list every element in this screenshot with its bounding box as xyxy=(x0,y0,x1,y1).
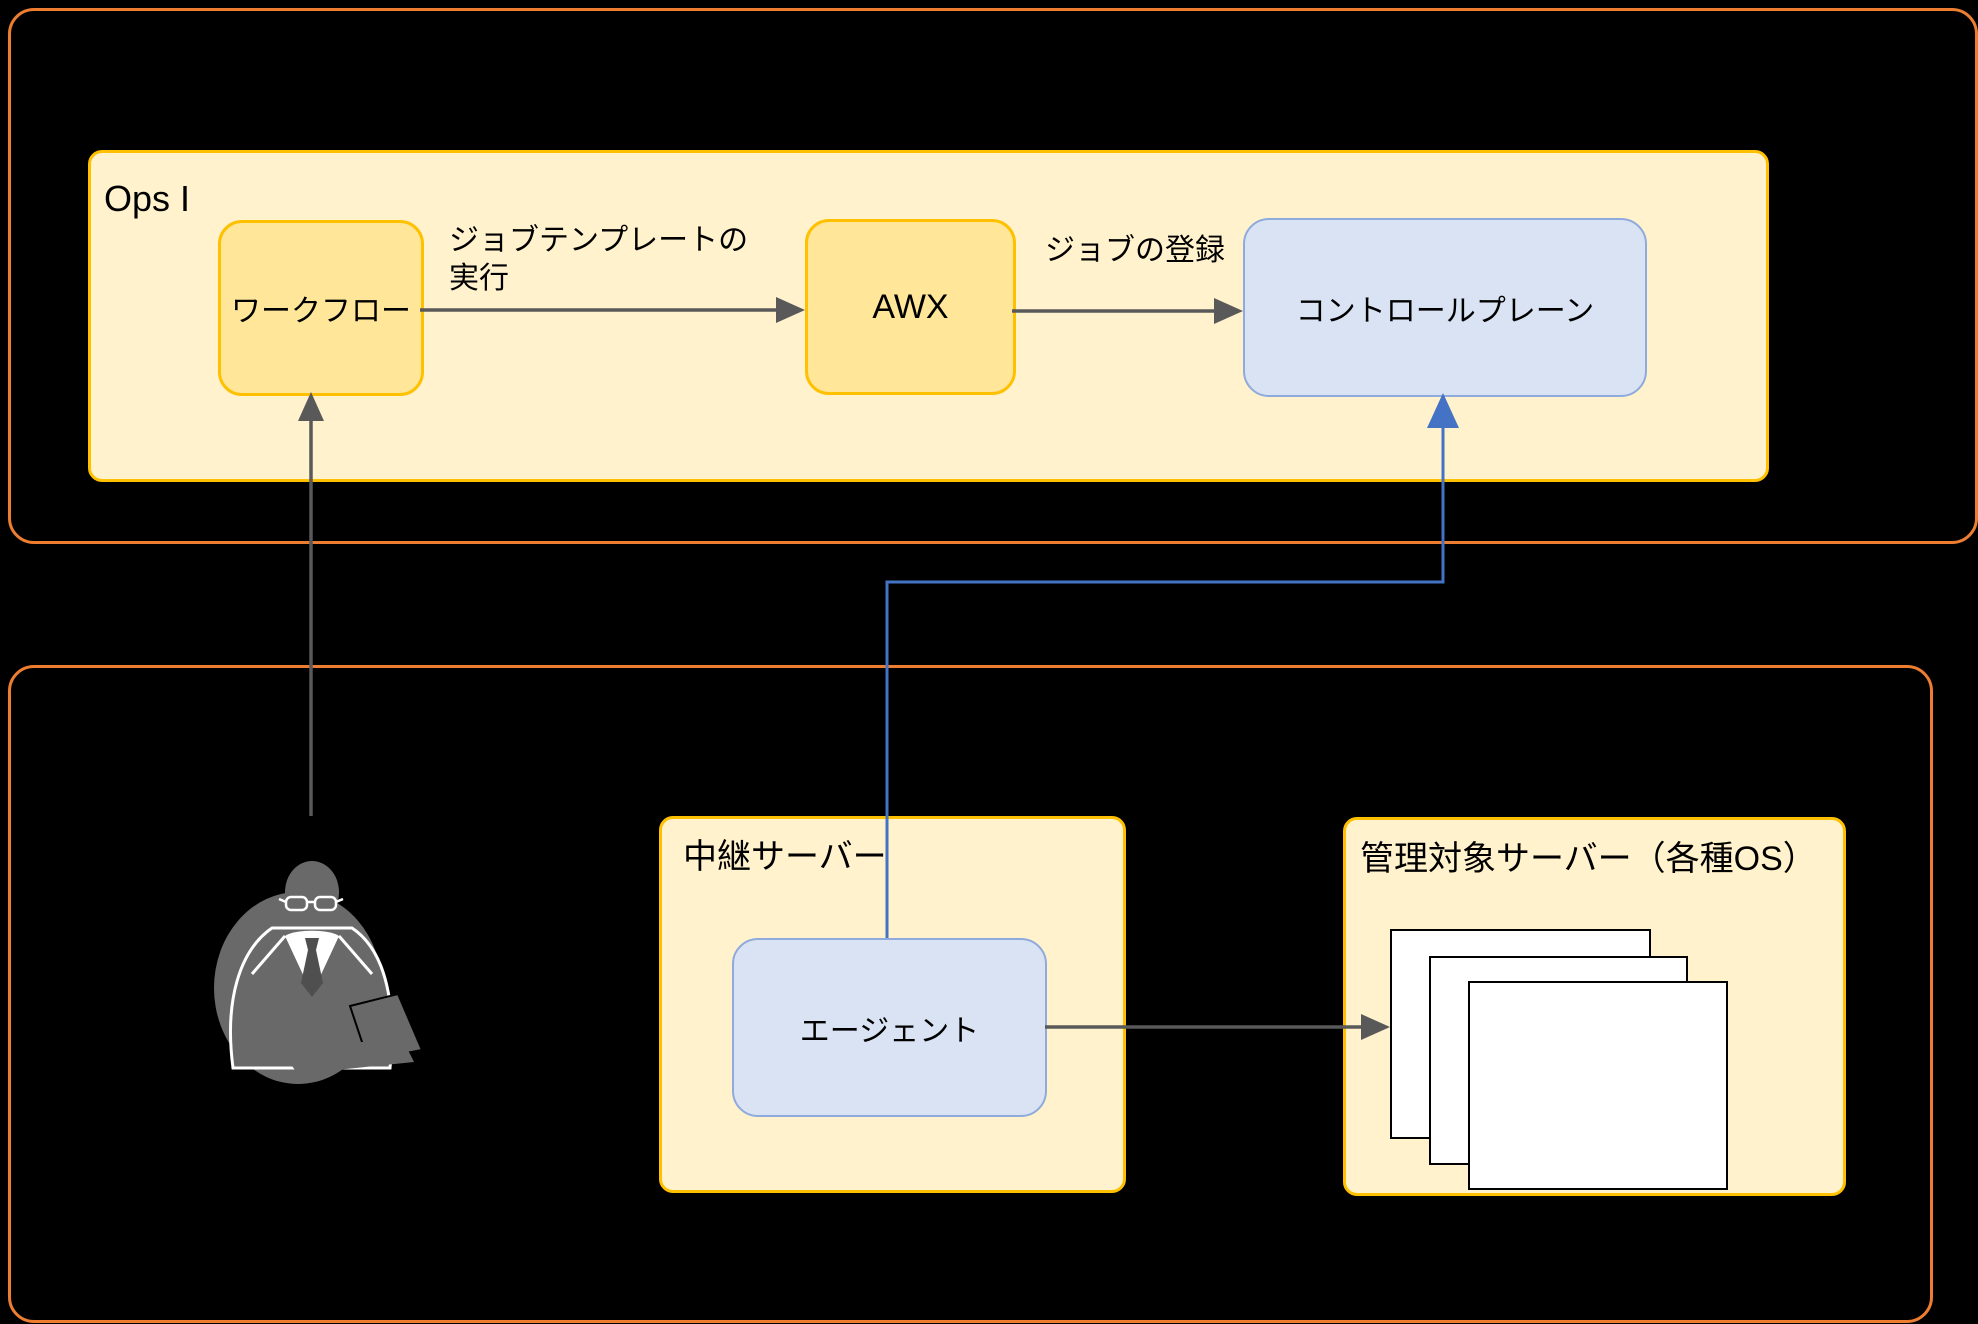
node-control-plane: コントロールプレーン xyxy=(1243,218,1647,397)
node-agent: エージェント xyxy=(732,938,1047,1117)
node-control-plane-label: コントロールプレーン xyxy=(1295,294,1595,328)
node-awx: AWX xyxy=(805,219,1016,395)
server-sheet-front xyxy=(1468,981,1728,1190)
edge-label-job-template-run-line1: ジョブテンプレートの xyxy=(449,224,749,257)
ops-container-label: Ops I xyxy=(104,178,191,219)
relay-server-label: 中継サーバー xyxy=(683,838,887,876)
edge-label-job-template-run: ジョブテンプレートの 実行 xyxy=(449,222,748,298)
node-agent-label: エージェント xyxy=(799,1014,980,1048)
edge-label-job-template-run-line2: 実行 xyxy=(449,262,509,295)
node-workflow-label: ワークフロー xyxy=(231,295,411,328)
node-awx-label: AWX xyxy=(872,287,949,326)
node-workflow: ワークフロー xyxy=(218,220,424,396)
managed-servers-label: 管理対象サーバー（各種OS） xyxy=(1360,840,1817,878)
edge-label-job-register: ジョブの登録 xyxy=(1045,234,1225,267)
